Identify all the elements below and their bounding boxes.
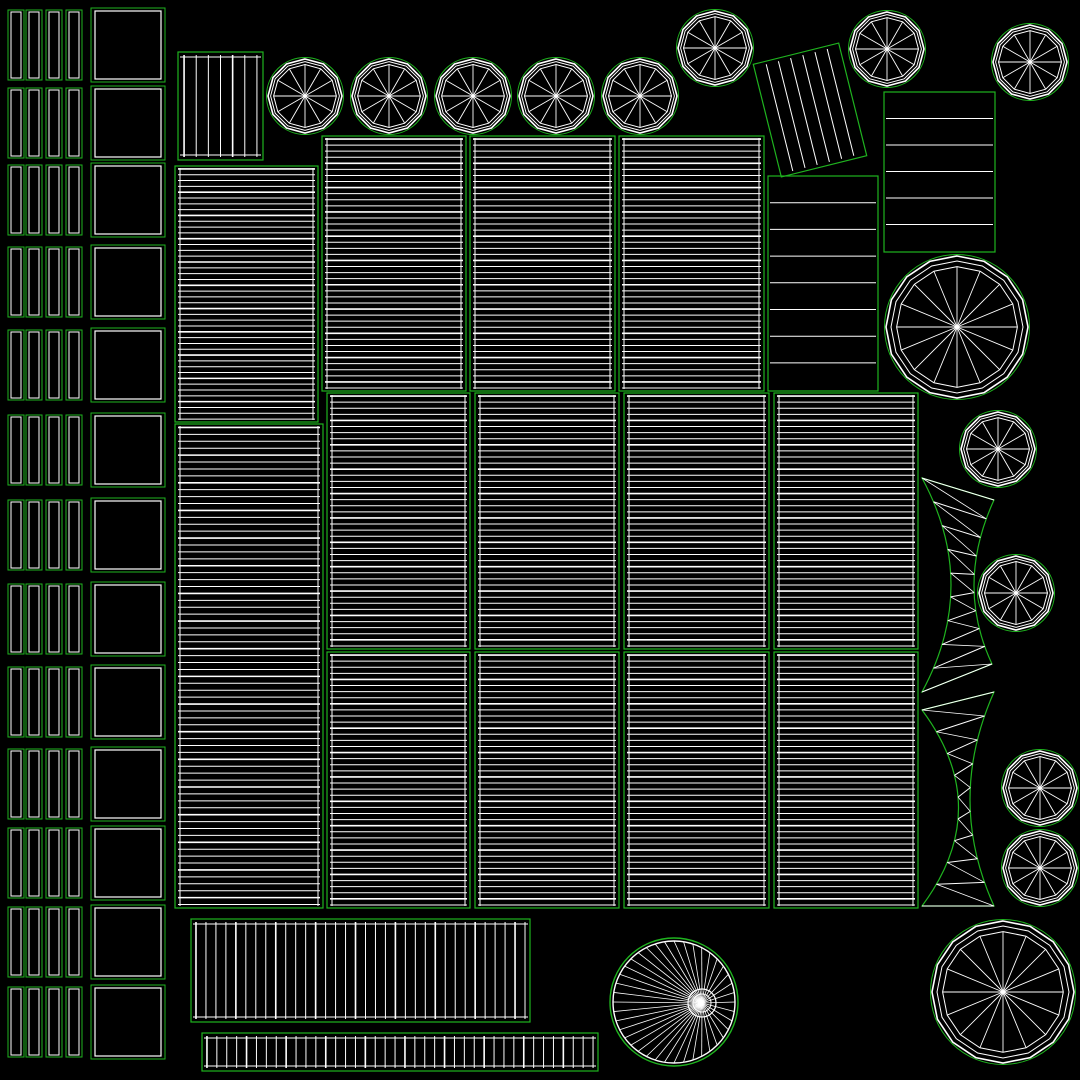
small-disc	[1001, 829, 1079, 907]
small-disc	[1001, 749, 1079, 827]
top-disc	[350, 57, 428, 135]
left-column-row	[7, 412, 166, 488]
tread-panel	[321, 135, 467, 392]
tread-panel-tall-left	[174, 423, 324, 909]
tread-panel	[618, 135, 765, 392]
small-disc	[977, 554, 1055, 632]
top-disc	[517, 57, 595, 135]
left-column-row	[7, 746, 166, 822]
bottom-stripe-panel	[190, 918, 531, 1023]
tread-panel-tall-left	[174, 165, 319, 423]
tread-panel	[469, 135, 616, 392]
fan-disc	[609, 937, 739, 1067]
tread-panel	[773, 392, 919, 650]
right-panel-middle	[767, 175, 879, 392]
tread-panel	[623, 392, 770, 650]
left-column-row	[7, 825, 166, 901]
tread-panel	[326, 392, 471, 650]
uv-islands-layer	[7, 7, 1079, 1072]
top-disc	[434, 57, 512, 135]
tread-panel	[326, 651, 471, 909]
top-disc	[601, 57, 679, 135]
left-column-row	[7, 85, 166, 161]
left-column-row	[7, 497, 166, 573]
left-column-row	[7, 244, 166, 320]
top-disc	[676, 9, 754, 87]
left-column-row	[7, 984, 166, 1060]
top-disc	[848, 10, 926, 88]
curved-stringer-lower	[920, 691, 996, 907]
tread-panel	[773, 651, 919, 909]
curved-stringer-upper	[920, 476, 995, 694]
left-column-row	[7, 904, 166, 980]
large-disc	[884, 254, 1030, 400]
bottom-stripe-strip	[201, 1032, 599, 1072]
tread-panel	[474, 651, 620, 909]
left-column-row	[7, 664, 166, 740]
tread-panel	[623, 651, 770, 909]
small-disc	[959, 410, 1037, 488]
stripe-panel-top-left	[177, 51, 264, 161]
left-column-row	[7, 581, 166, 657]
left-column-row	[7, 162, 166, 238]
tread-panel	[474, 392, 620, 650]
left-column-row	[7, 327, 166, 403]
rotated-stripe-panel	[752, 42, 868, 178]
top-disc	[991, 23, 1069, 101]
large-disc	[930, 919, 1076, 1065]
top-disc	[266, 57, 344, 135]
right-panel-upper	[883, 91, 996, 253]
left-column-row	[7, 7, 166, 83]
